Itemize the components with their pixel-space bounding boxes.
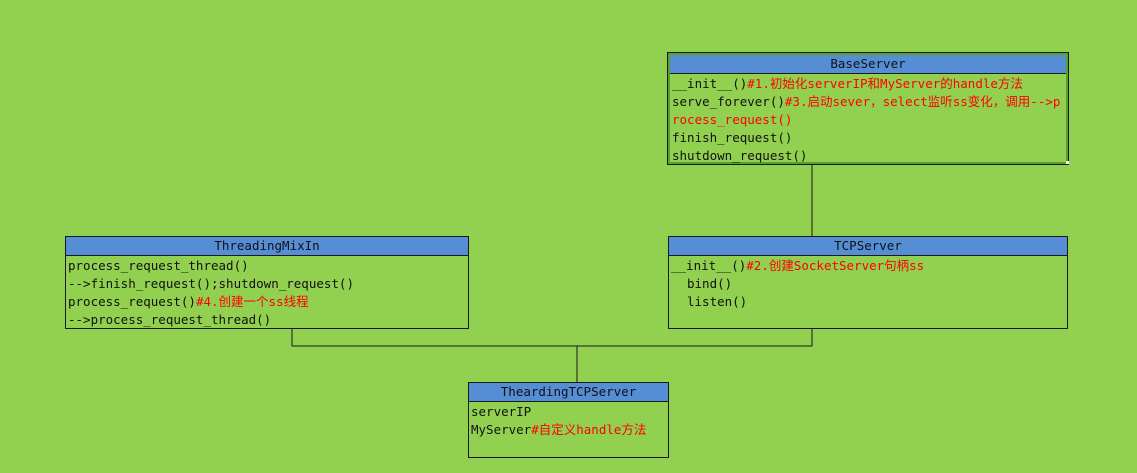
method-row: finish_request() (672, 130, 793, 145)
method-row: shutdown_request() (672, 148, 808, 163)
class-title: TCPServer (669, 237, 1067, 256)
method-row: serve_forever()#3.启动sever，select监听ss变化，调… (672, 93, 1064, 129)
method-note: #4.创建一个ss线程 (195, 294, 309, 309)
class-members: serverIP MyServer#自定义handle方法 (469, 402, 668, 439)
class-members: __init__()#1.初始化serverIP和MyServer的handle… (670, 74, 1066, 165)
class-members: process_request_thread() -->finish_reque… (66, 256, 468, 329)
class-base-server[interactable]: BaseServer __init__()#1.初始化serverIP和MySe… (667, 52, 1069, 165)
method-row: process_request()#4.创建一个ss线程 (68, 293, 466, 311)
class-members: __init__()#2.创建SocketServer句柄ss bind() l… (669, 256, 1067, 311)
method-note: #1.初始化serverIP和MyServer的handle方法 (747, 76, 1023, 91)
class-threading-mixin[interactable]: ThreadingMixIn process_request_thread() … (65, 236, 469, 329)
class-tcp-server[interactable]: TCPServer __init__()#2.创建SocketServer句柄s… (668, 236, 1068, 329)
method-code: __init__() (671, 258, 747, 273)
attribute-code: MyServer (471, 422, 532, 437)
method-row: __init__()#2.创建SocketServer句柄ss (671, 257, 1065, 275)
method-code: process_request() (68, 294, 196, 309)
method-row: -->finish_request();shutdown_request() (68, 276, 354, 291)
method-row: bind() (687, 276, 733, 291)
attribute-row: serverIP (471, 404, 532, 419)
method-note: #2.创建SocketServer句柄ss (746, 258, 925, 273)
method-note: #3.启动sever，select监听ss变化，调用-->process_req… (672, 94, 1061, 127)
class-title: TheardingTCPServer (469, 383, 668, 402)
attribute-row: MyServer#自定义handle方法 (471, 421, 666, 439)
class-threading-tcp-server[interactable]: TheardingTCPServer serverIP MyServer#自定义… (468, 382, 669, 458)
method-code: __init__() (672, 76, 748, 91)
class-title: ThreadingMixIn (66, 237, 468, 256)
resize-handle[interactable] (1066, 161, 1069, 164)
method-row: process_request_thread() (68, 258, 249, 273)
attribute-note: #自定义handle方法 (531, 422, 647, 437)
class-title: BaseServer (670, 55, 1066, 74)
method-row: __init__()#1.初始化serverIP和MyServer的handle… (672, 75, 1064, 93)
method-code: serve_forever() (672, 94, 785, 109)
method-row: -->process_request_thread() (68, 312, 272, 327)
method-row: listen() (687, 294, 748, 309)
